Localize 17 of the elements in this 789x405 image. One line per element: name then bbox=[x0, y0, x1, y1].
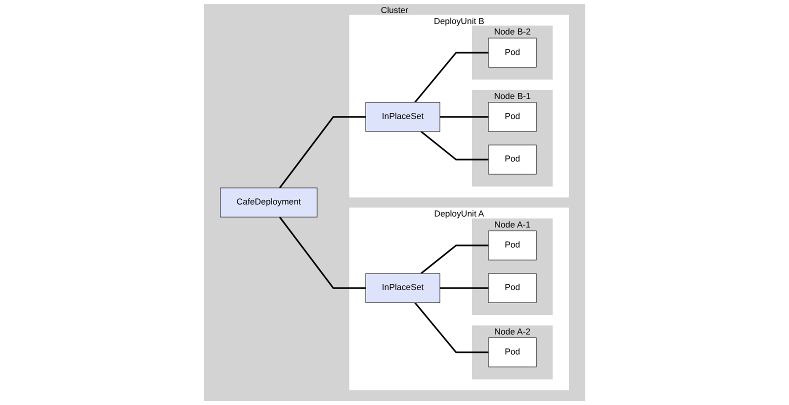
connector bbox=[420, 244, 488, 274]
node-box: InPlaceSet bbox=[365, 102, 440, 132]
node-box: Pod bbox=[488, 102, 537, 132]
connector bbox=[279, 116, 366, 188]
node-box: CafeDeployment bbox=[220, 188, 318, 218]
connector bbox=[420, 130, 488, 160]
connector bbox=[414, 302, 488, 354]
node-box: Pod bbox=[488, 273, 537, 303]
node-box: Pod bbox=[488, 38, 537, 68]
node-box: InPlaceSet bbox=[365, 273, 440, 303]
connector bbox=[440, 287, 488, 289]
node-box: Pod bbox=[488, 230, 537, 260]
node-box: Pod bbox=[488, 338, 537, 368]
connector bbox=[279, 216, 366, 289]
connector bbox=[414, 52, 488, 103]
node-box: Pod bbox=[488, 144, 537, 174]
connector bbox=[440, 116, 488, 118]
